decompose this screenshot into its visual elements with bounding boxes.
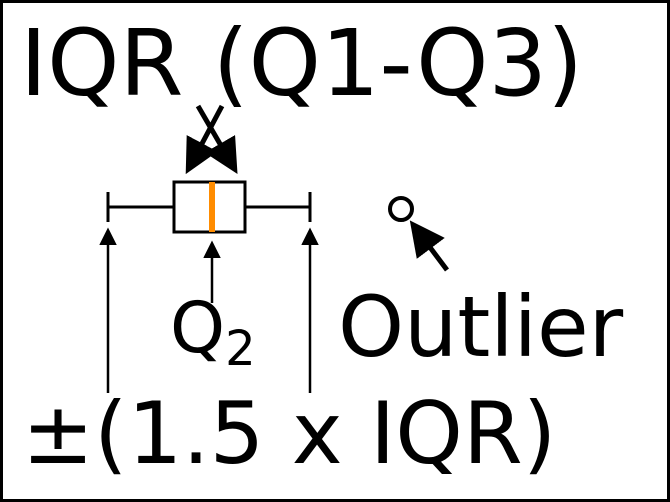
whisker-range-label: ±(1.5 x IQR) (22, 384, 556, 484)
q2-label-subscript: 2 (225, 321, 256, 377)
outlier-point (388, 196, 414, 222)
q2-label-base: Q (170, 287, 225, 369)
outlier-arrow (409, 220, 449, 272)
iqr-arrow-right (195, 104, 238, 175)
q2-label: Q2 (170, 287, 256, 377)
outlier-label: Outlier (338, 278, 624, 376)
iqr-title-label: IQR (Q1-Q3) (20, 10, 583, 117)
